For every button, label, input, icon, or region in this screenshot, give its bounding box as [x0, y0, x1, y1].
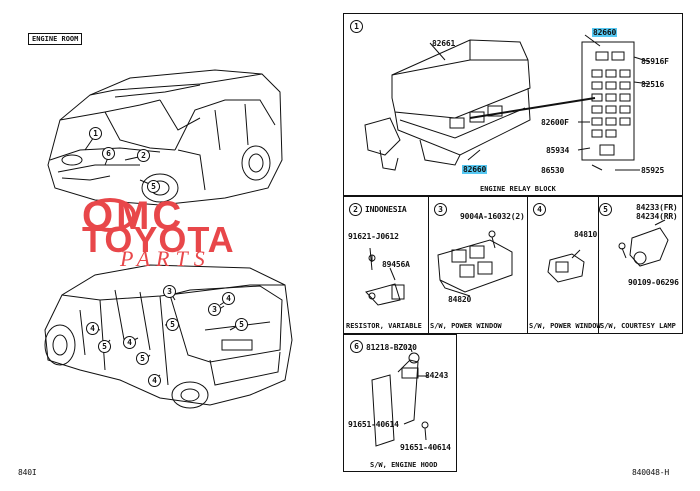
callout-rear-5b[interactable]: 5 — [98, 340, 111, 353]
panel-1-number: 1 — [350, 20, 363, 33]
panel-3-number: 3 — [434, 203, 447, 216]
panel-5-caption: S/W, COURTESY LAMP — [600, 322, 676, 330]
callout-front-6[interactable]: 6 — [102, 147, 115, 160]
resistor-variable-drawing — [365, 247, 405, 306]
callout-rear-4a[interactable]: 4 — [222, 292, 235, 305]
watermark-ring — [84, 198, 136, 232]
part-89456a[interactable]: 89456A — [382, 260, 410, 269]
panel-5-number: 5 — [599, 203, 612, 216]
part-82660-top[interactable]: 82660 — [592, 28, 618, 37]
part-90109-06296[interactable]: 90109-06296 — [628, 278, 679, 287]
watermark-line2: TOYOTA — [82, 219, 235, 260]
panel-6-caption: S/W, ENGINE HOOD — [370, 461, 438, 469]
part-84243[interactable]: 84243 — [425, 371, 449, 380]
part-81218-bz020[interactable]: 81218-BZ020 — [366, 343, 417, 352]
part-82600f[interactable]: 82600F — [541, 118, 569, 127]
part-84234-rr[interactable]: 84234(RR) — [636, 212, 678, 221]
footer-right-code: 840048-H — [632, 468, 669, 477]
panel-4-caption: S/W, POWER WINDOW — [529, 322, 601, 330]
panel-engine-hood — [343, 334, 457, 472]
engine-room-tag: ENGINE ROOM — [28, 33, 83, 45]
power-window-switch-master-drawing — [437, 230, 513, 297]
watermark-line3: PARTS — [120, 246, 211, 271]
panel-2-note: INDONESIA — [365, 205, 407, 214]
part-91651-40614-a[interactable]: 91651-40614 — [348, 420, 399, 429]
rear-car-drawing — [44, 264, 293, 409]
callout-rear-4b[interactable]: 4 — [86, 322, 99, 335]
callout-front-2[interactable]: 2 — [137, 149, 150, 162]
callout-rear-5d[interactable]: 5 — [235, 318, 248, 331]
callout-front-5[interactable]: 5 — [147, 180, 160, 193]
callout-rear-4c[interactable]: 4 — [123, 336, 136, 349]
footer-left-code: 840I — [18, 468, 37, 477]
callout-front-1[interactable]: 1 — [89, 127, 102, 140]
part-91651-40614-b[interactable]: 91651-40614 — [400, 443, 451, 452]
panel-1-caption: ENGINE RELAY BLOCK — [480, 185, 556, 193]
part-84820[interactable]: 84820 — [448, 295, 472, 304]
callout-rear-3a[interactable]: 3 — [163, 285, 176, 298]
part-9004a-16032[interactable]: 9004A-16032(2) — [460, 212, 525, 221]
part-85925[interactable]: 85925 — [641, 166, 665, 175]
panel-engine-relay-block — [343, 13, 683, 196]
engine-hood-switch-drawing — [371, 344, 429, 447]
part-85916f[interactable]: 85916F — [641, 57, 669, 66]
panel-4-number: 4 — [533, 203, 546, 216]
panel-courtesy-lamp — [598, 196, 683, 334]
part-82516[interactable]: 82516 — [641, 80, 665, 89]
part-84810[interactable]: 84810 — [574, 230, 598, 239]
part-85934[interactable]: 85934 — [546, 146, 570, 155]
part-91621-j0612[interactable]: 91621-J0612 — [348, 232, 399, 241]
front-car-drawing — [47, 69, 283, 206]
engine-room-tag-label: ENGINE ROOM — [32, 35, 79, 43]
watermark-line1: OMC — [82, 194, 185, 238]
part-82660-bottom[interactable]: 82660 — [462, 165, 488, 174]
part-82661[interactable]: 82661 — [432, 39, 456, 48]
panel-2-caption: RESISTOR, VARIABLE — [346, 322, 422, 330]
panel-2-number: 2 — [349, 203, 362, 216]
callout-rear-5c[interactable]: 5 — [136, 352, 149, 365]
panel-power-window — [527, 196, 599, 334]
relay-block-drawing — [364, 34, 651, 171]
courtesy-lamp-switch-drawing — [618, 219, 669, 267]
callout-rear-4d[interactable]: 4 — [148, 374, 161, 387]
panel-6-number: 6 — [350, 340, 363, 353]
part-86530[interactable]: 86530 — [541, 166, 565, 175]
part-84233-fr[interactable]: 84233(FR) — [636, 203, 678, 212]
callout-rear-3b[interactable]: 3 — [208, 303, 221, 316]
power-window-switch-drawing — [547, 249, 585, 283]
callout-rear-5a[interactable]: 5 — [166, 318, 179, 331]
panel-3-caption: S/W, POWER WINDOW — [430, 322, 502, 330]
